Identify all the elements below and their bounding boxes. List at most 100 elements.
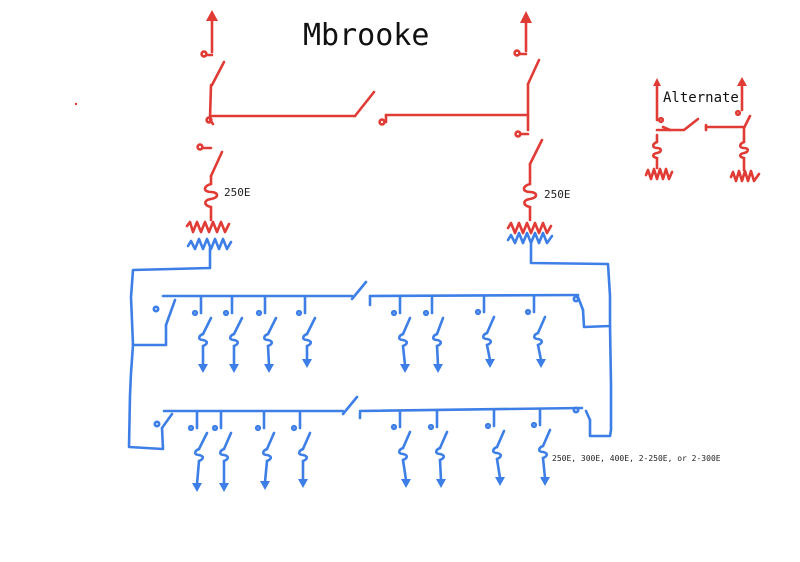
arrow-down-icon <box>436 479 446 488</box>
feeder <box>255 295 278 373</box>
feeder <box>390 409 412 488</box>
feeder <box>427 409 449 488</box>
switch-icon <box>584 409 592 422</box>
transformer-primary-icon <box>185 220 231 234</box>
arrow-down-icon <box>260 481 270 490</box>
feeder-fuse-options: 250E, 300E, 400E, 2-250E, or 2-300E <box>552 454 721 463</box>
fuse-icon <box>397 446 409 462</box>
tie-switch-line <box>210 90 530 126</box>
transformer-icon <box>729 169 761 183</box>
bus-tie-switch-upper <box>350 280 368 301</box>
page-title: Mbrooke <box>303 18 429 53</box>
arrow-down-icon <box>192 483 202 492</box>
fuse-icon <box>261 447 273 463</box>
feeder <box>390 295 412 373</box>
switch-icon <box>536 315 547 335</box>
alternate-diagram <box>644 77 761 183</box>
arrow-down-icon <box>540 477 550 486</box>
stray-mark <box>74 102 78 106</box>
alternate-label: Alternate <box>663 90 739 106</box>
fuse-icon <box>297 447 309 463</box>
fuse-icon <box>197 332 209 348</box>
arrow-down-icon <box>298 479 308 488</box>
switch-icon <box>401 430 412 450</box>
fuse-icon <box>532 331 544 347</box>
switch-icon <box>528 138 544 166</box>
arrow-down-icon <box>229 364 239 373</box>
fuse-icon <box>262 332 274 348</box>
left-supply-line <box>185 10 231 234</box>
feeders-lower <box>187 407 552 492</box>
arrow-down-icon <box>433 364 443 373</box>
feeder <box>254 410 276 490</box>
switch-icon <box>305 316 317 336</box>
fuse-icon <box>537 444 549 460</box>
arrow-up-icon <box>653 78 661 86</box>
fuse-rating-right: 250E <box>544 188 571 201</box>
switch-icon <box>353 90 376 118</box>
switch-icon <box>435 316 445 336</box>
switch-icon <box>201 316 213 336</box>
arrow-down-icon <box>302 359 312 368</box>
feeder <box>484 408 506 486</box>
switch-icon <box>541 428 552 448</box>
arrow-down-icon <box>400 364 410 373</box>
transformer-icon <box>644 167 674 181</box>
bus-tie-switch-lower <box>341 395 359 416</box>
arrow-up-icon <box>520 11 532 23</box>
fuse-icon <box>301 332 313 348</box>
switch-icon <box>232 316 244 336</box>
arrow-up-icon <box>737 77 747 86</box>
fuse-icon <box>218 447 230 463</box>
feeder <box>524 294 547 368</box>
arrow-down-icon <box>198 364 208 373</box>
arrow-down-icon <box>264 364 274 373</box>
switch-icon <box>576 295 585 312</box>
arrow-down-icon <box>485 359 495 368</box>
fuse-icon <box>651 140 663 160</box>
transformer-secondary-icon <box>506 231 554 245</box>
switch-icon <box>301 431 312 451</box>
fuse-icon <box>522 182 538 209</box>
switch-icon <box>197 431 209 451</box>
switch-icon <box>160 412 174 430</box>
feeder <box>187 410 209 492</box>
switch-icon <box>438 430 449 450</box>
feeder <box>211 410 233 492</box>
switch-icon <box>655 117 700 132</box>
switch-icon <box>495 429 506 449</box>
fuse-icon <box>228 332 240 348</box>
switch-icon <box>526 58 541 86</box>
distribution-bus <box>127 242 613 451</box>
feeder <box>295 295 317 368</box>
arrow-up-icon <box>206 10 218 21</box>
arrow-down-icon <box>495 477 505 486</box>
switch-icon <box>209 150 224 178</box>
fuse-icon <box>431 332 443 348</box>
feeder <box>191 295 213 373</box>
fuse-icon <box>481 331 493 347</box>
switch-icon <box>401 316 412 336</box>
fuse-rating-left: 250E <box>224 186 251 199</box>
fuse-icon <box>491 445 503 461</box>
arrow-down-icon <box>401 479 411 488</box>
switch-icon <box>222 431 233 451</box>
arrow-down-icon <box>219 483 229 492</box>
transformer-primary-icon <box>506 221 553 235</box>
fuse-icon <box>203 182 219 209</box>
switch-icon <box>210 60 226 87</box>
feeder <box>474 294 496 368</box>
feeder <box>530 407 552 486</box>
feeder <box>290 410 312 488</box>
switch-icon <box>265 431 276 451</box>
transformer-secondary-icon <box>186 237 233 251</box>
arrow-down-icon <box>536 359 546 368</box>
fuse-icon <box>193 447 205 463</box>
switch-icon <box>266 316 278 336</box>
feeder <box>422 295 445 373</box>
feeders-upper <box>191 294 547 373</box>
fuse-icon <box>397 332 409 348</box>
fuse-icon <box>434 446 446 462</box>
fuse-icon <box>738 140 750 160</box>
